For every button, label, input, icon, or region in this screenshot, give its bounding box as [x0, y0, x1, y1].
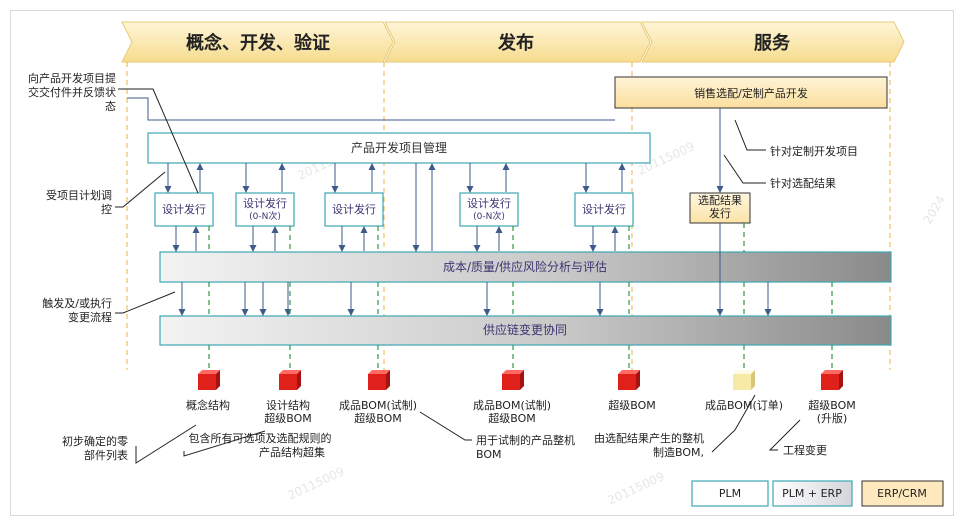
- annotation-config-result: 针对选配结果: [770, 176, 836, 190]
- feedback-line: [127, 97, 615, 121]
- design-release-box-3: [324, 192, 384, 227]
- phase-title-concept: 概念、开发、验证: [186, 32, 330, 54]
- note-text: 部件列表: [84, 448, 128, 462]
- bom-label: 成品BOM(试制): [339, 399, 417, 412]
- design-release-count: (0-N次): [249, 210, 281, 222]
- annotation-feedback: 向产品开发项目提: [28, 71, 116, 85]
- phase-header: 概念、开发、验证 发布 服务: [121, 21, 905, 63]
- flow-arrows: [164, 108, 772, 316]
- design-release-box-1: [154, 192, 214, 227]
- annotation-planning: 控: [101, 202, 112, 216]
- phase-title-release: 发布: [497, 32, 534, 54]
- bom-label: 超级BOM: [488, 411, 536, 425]
- note-text: 初步确定的零: [62, 434, 128, 448]
- analysis-bar: [159, 251, 892, 283]
- bom-label: 超级BOM: [808, 398, 856, 412]
- note-text: 用于试制的产品整机: [476, 433, 575, 447]
- sales-config-label: 销售选配/定制产品开发: [694, 86, 808, 100]
- legend-erp-crm: [861, 480, 944, 507]
- note-text: BOM: [476, 448, 502, 461]
- bom-cubes: [198, 370, 843, 390]
- annotation-feedback: 交交付件并反馈状: [28, 85, 116, 99]
- annotation-trigger: 变更流程: [68, 310, 112, 324]
- cube-icon: [368, 370, 390, 390]
- legend-label: PLM: [719, 487, 741, 500]
- legend-label: PLM + ERP: [782, 487, 842, 500]
- note-text: 制造BOM,: [653, 445, 704, 459]
- phase-chevron-1: [121, 21, 394, 63]
- green-dashed-links: [208, 223, 833, 368]
- annotation-planning: 受项目计划调: [46, 189, 112, 202]
- cube-icon: [198, 370, 220, 390]
- legend-label: ERP/CRM: [877, 487, 927, 500]
- bom-label: 设计结构: [266, 398, 310, 412]
- watermark-text: 20115009: [285, 464, 346, 503]
- sales-config-box: [614, 76, 888, 109]
- design-release-box-5: [574, 192, 634, 227]
- bom-label: 成品BOM(订单): [705, 399, 783, 412]
- annotation-feedback: 态: [105, 100, 116, 113]
- design-release-box-2: [235, 192, 295, 227]
- design-release-label: 设计发行: [243, 196, 287, 210]
- bom-label: 成品BOM(试制): [473, 399, 551, 412]
- bottom-notes: 初步确定的零 部件列表 包含所有可选项及选配规则的 产品结构超集 用于试制的产品…: [62, 431, 827, 462]
- legend-plm-erp: [772, 480, 853, 507]
- bom-labels: 概念结构 设计结构 超级BOM 成品BOM(试制) 超级BOM 成品BOM(试制…: [186, 398, 856, 425]
- cube-icon: [618, 370, 640, 390]
- phase-chevron-2: [384, 21, 651, 63]
- analysis-bar-label: 成本/质量/供应风险分析与评估: [443, 259, 607, 274]
- note-text: 包含所有可选项及选配规则的: [189, 431, 332, 445]
- phase-chevron-3: [641, 21, 905, 63]
- legend-plm: [691, 480, 769, 507]
- config-release-box: [689, 192, 751, 224]
- bom-label: 超级BOM: [354, 411, 402, 425]
- design-release-label: 设计发行: [582, 202, 626, 216]
- bom-label: 超级BOM: [264, 411, 312, 425]
- cube-icon: [502, 370, 524, 390]
- bom-label: 超级BOM: [608, 398, 656, 412]
- callout-lines: [115, 88, 801, 464]
- config-release-label: 选配结果: [698, 194, 742, 207]
- note-text: 工程变更: [783, 443, 827, 457]
- project-mgmt-box: [147, 132, 651, 164]
- project-mgmt-label: 产品开发项目管理: [351, 140, 447, 155]
- diagram-frame: [10, 10, 954, 516]
- bom-label: (升版): [817, 411, 848, 425]
- design-boxes: 设计发行 设计发行 (0-N次) 设计发行 设计发行 (0-N次) 设计发行 选…: [154, 192, 751, 227]
- bom-label: 概念结构: [186, 398, 230, 412]
- left-annotations: 向产品开发项目提 交交付件并反馈状 态 受项目计划调 控 触发及/或执行 变更流…: [28, 71, 116, 324]
- annotation-trigger: 触发及/或执行: [42, 296, 112, 310]
- watermark-text: 20115009: [605, 469, 666, 508]
- note-text: 由选配结果产生的整机: [594, 431, 704, 445]
- legend: PLM PLM + ERP ERP/CRM: [691, 480, 944, 507]
- design-release-count: (0-N次): [473, 210, 505, 222]
- watermark-text: 2024: [920, 193, 947, 226]
- phase-title-service: 服务: [754, 32, 791, 54]
- supply-bar: [159, 315, 892, 346]
- design-release-box-4: [459, 192, 519, 227]
- config-release-label: 发行: [709, 206, 731, 220]
- cube-icon: [821, 370, 843, 390]
- supply-bar-label: 供应链变更协同: [483, 322, 567, 337]
- design-release-label: 设计发行: [332, 202, 376, 216]
- cube-icon: [733, 370, 755, 390]
- design-release-label: 设计发行: [162, 202, 206, 216]
- note-text: 产品结构超集: [259, 445, 325, 459]
- cube-icon: [279, 370, 301, 390]
- design-release-label: 设计发行: [467, 196, 511, 210]
- annotation-custom-project: 针对定制开发项目: [770, 144, 858, 158]
